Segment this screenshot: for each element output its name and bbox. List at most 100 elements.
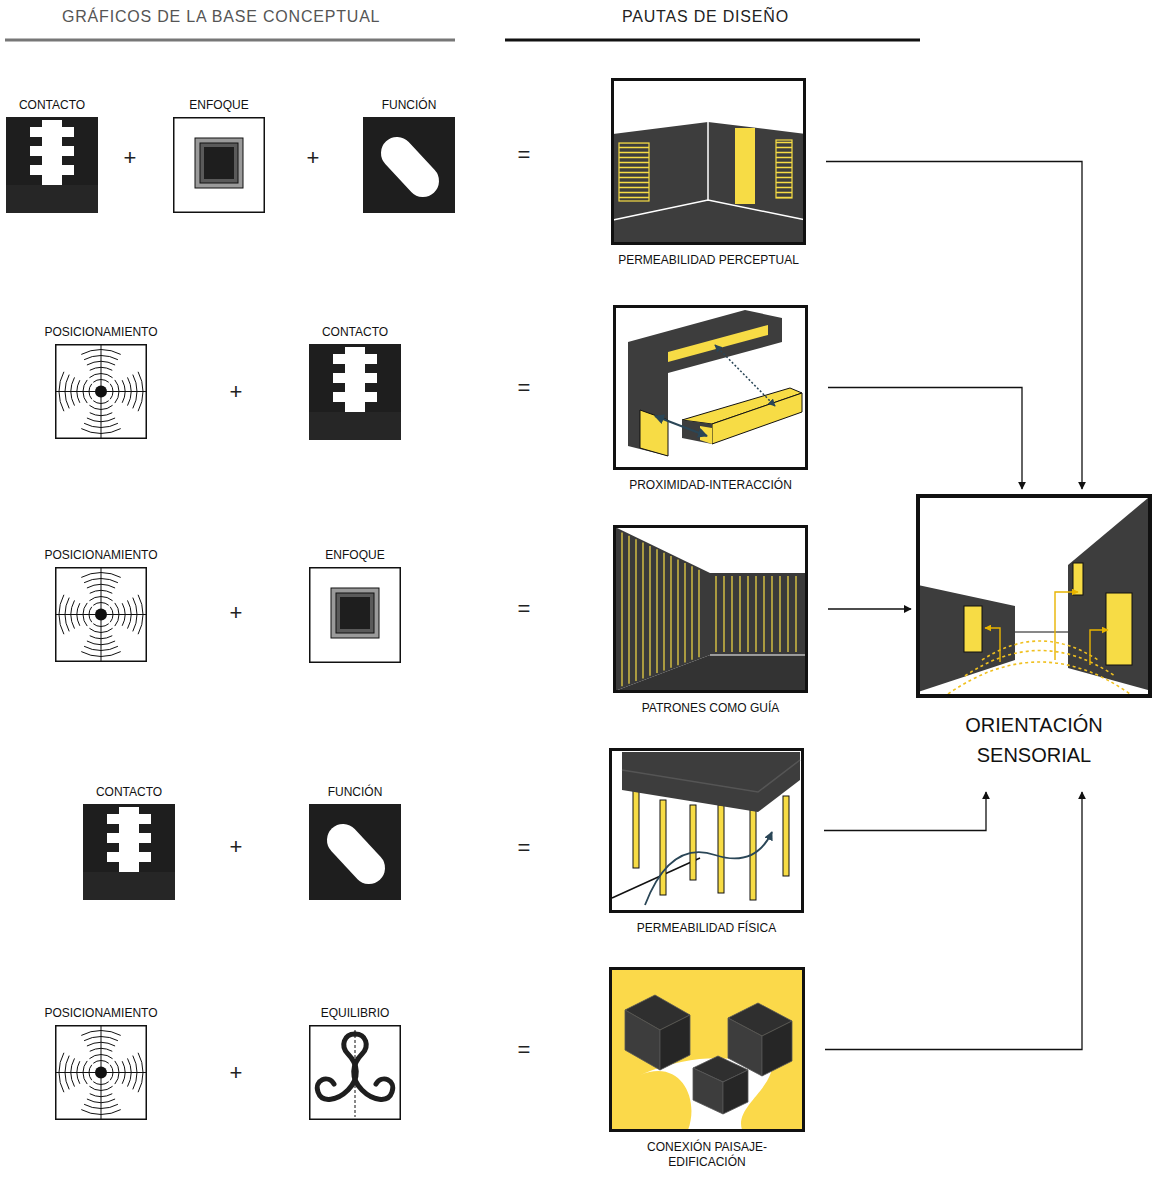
illustration-part: [723, 1070, 748, 1114]
illustration-part: [1068, 498, 1148, 690]
illustration-part: [354, 1034, 393, 1099]
illustration-part: [5, 39, 455, 42]
illustration-part: [985, 628, 1000, 662]
illustration-part: [735, 128, 755, 204]
illustration-part: [707, 122, 709, 200]
illustration-part: [609, 748, 804, 913]
illustration-part: [640, 410, 668, 456]
illustration-part: [660, 800, 666, 895]
icon-label: POSICIONAMIENTO: [44, 325, 157, 340]
concept-icon: CONTACTO: [309, 344, 401, 440]
illustration-part: [505, 39, 920, 42]
illustration-part: [628, 310, 782, 456]
illustration-part: [619, 143, 649, 201]
concept-icon: CONTACTO: [83, 804, 175, 900]
illustration-part: [747, 576, 748, 652]
guideline-box: PROXIMIDAD-INTERACCIÓN: [613, 305, 808, 470]
illustration-part: [642, 543, 643, 679]
illustration-part: [783, 796, 789, 876]
illustration-part: [985, 592, 1108, 665]
illustration-part: [633, 788, 639, 868]
illustration-part: [310, 568, 401, 663]
illustration-part: [670, 556, 671, 668]
operator-sign: =: [518, 376, 531, 400]
illustration-part: [613, 525, 808, 693]
illustration-part: [763, 576, 764, 652]
illustration-part: [691, 566, 692, 660]
illustration-part: [787, 576, 788, 652]
guideline-box: CONEXIÓN PAISAJE-EDIFICACIÓN: [609, 967, 805, 1132]
illustration-part: [635, 539, 636, 681]
illustration-part: [611, 78, 806, 245]
concept-icon: ENFOQUE: [173, 117, 265, 214]
illustration-part: [1015, 632, 1068, 633]
illustration-part: [698, 570, 699, 657]
illustration-part: [776, 140, 792, 198]
connector-arrow: [826, 162, 1082, 490]
illustration-part: [948, 641, 1130, 694]
illustration-part: [55, 567, 147, 662]
illustration-part: [55, 344, 147, 439]
illustration-part: [645, 832, 772, 905]
illustration-part: [609, 748, 804, 913]
illustration-part: [613, 305, 808, 470]
illustration-part: [677, 560, 678, 666]
illustration-part: [613, 122, 806, 243]
illustration-part: [310, 1026, 401, 1120]
illustration-part: [1055, 592, 1078, 660]
illustration-part: [668, 325, 768, 362]
guideline-caption: PATRONES COMO GUÍA: [581, 701, 841, 716]
icon-label: FUNCIÓN: [382, 98, 437, 113]
illustration-part: [622, 760, 800, 792]
operator-sign: +: [230, 601, 243, 625]
guideline-caption: ORIENTACIÓN SENSORIAL: [916, 710, 1152, 770]
illustration-part: [755, 576, 756, 652]
icon-label: ENFOQUE: [325, 548, 384, 563]
guideline-box: PERMEABILIDAD FÍSICA: [609, 748, 804, 913]
concept-icon: EQUILIBRIO: [309, 1025, 401, 1120]
illustration-part: [771, 576, 772, 652]
guideline-caption: PERMEABILIDAD PERCEPTUAL: [579, 253, 839, 268]
illustration-part: [948, 662, 1130, 694]
illustration-part: [660, 1015, 690, 1070]
concept-icon: POSICIONAMIENTO: [55, 344, 147, 438]
illustration-part: [625, 1010, 660, 1070]
illustration-part: [174, 118, 265, 213]
illustration-part: [916, 494, 1152, 698]
illustration-part: [625, 995, 792, 1114]
operator-sign: =: [518, 143, 531, 167]
illustration-part: [710, 655, 806, 656]
operator-sign: +: [230, 380, 243, 404]
guideline-caption: PERMEABILIDAD FÍSICA: [577, 921, 837, 936]
illustration-part: [317, 1034, 356, 1099]
illustration-part: [1073, 563, 1083, 595]
illustration-part: [622, 532, 796, 686]
icon-label: EQUILIBRIO: [321, 1006, 390, 1021]
operator-sign: +: [307, 146, 320, 170]
illustration-part: [6, 117, 98, 213]
illustration-part: [613, 525, 808, 693]
illustration-part: [718, 805, 724, 893]
icon-label: FUNCIÓN: [328, 785, 383, 800]
illustration-part: [710, 573, 806, 655]
guideline-box: PATRONES COMO GUÍA: [613, 525, 808, 693]
icon-label: POSICIONAMIENTO: [44, 548, 157, 563]
illustration-part: [712, 393, 802, 444]
operator-sign: +: [230, 1061, 243, 1085]
illustration-part: [628, 536, 629, 684]
illustration-part: [1090, 630, 1108, 665]
illustration-part: [965, 651, 1115, 677]
illustration-part: [55, 1025, 147, 1120]
operator-sign: =: [518, 1038, 531, 1062]
illustration-part: [723, 576, 724, 652]
section-header: PAUTAS DE DISEÑO: [622, 8, 789, 26]
illustration-part: [309, 804, 401, 900]
concept-icon: ENFOQUE: [309, 567, 401, 663]
concept-icon: POSICIONAMIENTO: [55, 1025, 147, 1120]
guideline-caption: PROXIMIDAD-INTERACCIÓN: [581, 478, 841, 493]
illustration-part: [779, 576, 780, 652]
illustration-part: [1106, 593, 1132, 665]
illustration-part: [964, 606, 982, 652]
illustration-part: [310, 1026, 401, 1120]
